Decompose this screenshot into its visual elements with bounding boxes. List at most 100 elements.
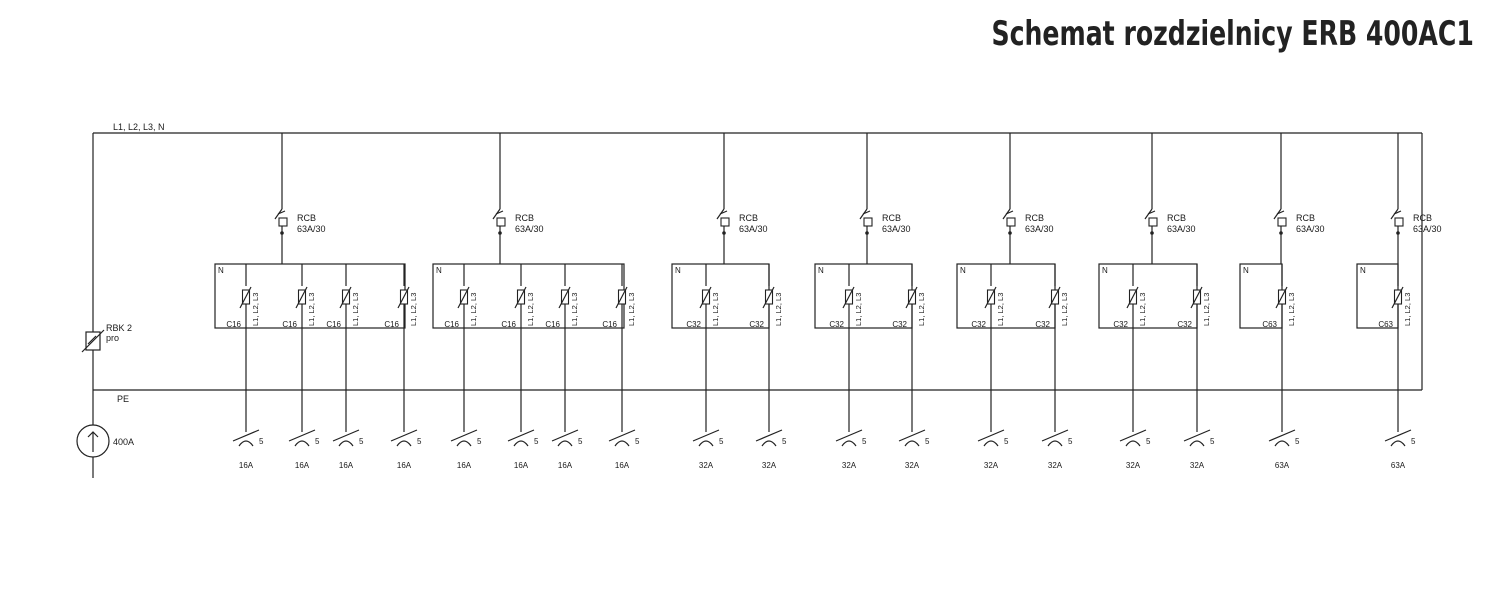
surge-protector-sublabel: pro: [106, 333, 119, 343]
rcd-rating-label: 63A/30: [297, 224, 326, 234]
socket-rating-label: 16A: [239, 461, 254, 470]
socket-pole-count: 5: [1210, 437, 1215, 446]
breaker-box: [814, 263, 913, 329]
socket-outlet: 5 16A: [507, 390, 539, 470]
rcd-type-label: RCB: [739, 213, 758, 223]
breaker-phase-label: L1, L2, L3: [1202, 293, 1211, 326]
breaker-box: [1098, 263, 1198, 329]
breaker-rating-label: C32: [829, 320, 844, 329]
rcd-type-label: RCB: [1025, 213, 1044, 223]
mcb-breaker: C32 L1, L2, L3: [1177, 264, 1211, 390]
socket-outlet: 5 16A: [551, 390, 583, 470]
surge-protector: RBK 2 pro: [81, 323, 132, 353]
breaker-rating-label: C32: [1035, 320, 1050, 329]
breaker-phase-label: L1, L2, L3: [251, 293, 260, 326]
breaker-rating-label: C16: [384, 320, 399, 329]
socket-pole-count: 5: [534, 437, 539, 446]
socket-pole-count: 5: [417, 437, 422, 446]
socket-rating-label: 32A: [762, 461, 777, 470]
breaker-phase-label: L1, L2, L3: [409, 293, 418, 326]
neutral-label: N: [818, 266, 824, 275]
neutral-label: N: [1102, 266, 1108, 275]
mcb-breaker: C32 L1, L2, L3: [749, 264, 783, 390]
socket-rating-label: 16A: [457, 461, 472, 470]
breaker-phase-label: L1, L2, L3: [469, 293, 478, 326]
breaker-rating-label: C32: [892, 320, 907, 329]
rcd-type-label: RCB: [882, 213, 901, 223]
breaker-phase-label: L1, L2, L3: [854, 293, 863, 326]
mcb-breaker: C32 L1, L2, L3: [829, 264, 863, 390]
rcd-rating-label: 63A/30: [1296, 224, 1325, 234]
breaker-rating-label: C63: [1378, 320, 1393, 329]
socket-rating-label: 16A: [339, 461, 354, 470]
breaker-rating-label: C32: [749, 320, 764, 329]
socket-rating-label: 16A: [295, 461, 310, 470]
socket-pole-count: 5: [578, 437, 583, 446]
rcd-type-label: RCB: [515, 213, 534, 223]
neutral-label: N: [960, 266, 966, 275]
socket-rating-label: 63A: [1391, 461, 1406, 470]
bus-label: L1, L2, L3, N: [113, 122, 165, 132]
socket-rating-label: 32A: [699, 461, 714, 470]
breaker-phase-label: L1, L2, L3: [917, 293, 926, 326]
rcd-rating-label: 63A/30: [882, 224, 911, 234]
breaker-rating-label: C63: [1262, 320, 1277, 329]
mcb-breaker: C32 L1, L2, L3: [971, 264, 1005, 390]
supply-label: 400A: [113, 437, 134, 447]
breaker-phase-label: L1, L2, L3: [774, 293, 783, 326]
breaker-phase-label: L1, L2, L3: [1138, 293, 1147, 326]
mcb-breaker: C16 L1, L2, L3: [384, 264, 418, 390]
mcb-breaker: C32 L1, L2, L3: [892, 264, 926, 390]
neutral-label: N: [675, 266, 681, 275]
socket-rating-label: 16A: [558, 461, 573, 470]
rcd-type-label: RCB: [1413, 213, 1432, 223]
socket-pole-count: 5: [259, 437, 264, 446]
socket-pole-count: 5: [315, 437, 320, 446]
socket-rating-label: 32A: [1048, 461, 1063, 470]
rcd-rating-label: 63A/30: [515, 224, 544, 234]
socket-pole-count: 5: [1146, 437, 1151, 446]
pe-label: PE: [117, 394, 129, 404]
rcd-rating-label: 63A/30: [1413, 224, 1442, 234]
breaker-rating-label: C32: [971, 320, 986, 329]
socket-pole-count: 5: [1068, 437, 1073, 446]
breaker-rating-label: C32: [1177, 320, 1192, 329]
socket-pole-count: 5: [477, 437, 482, 446]
socket-rating-label: 16A: [514, 461, 529, 470]
rcd-rating-label: 63A/30: [739, 224, 768, 234]
socket-pole-count: 5: [782, 437, 787, 446]
breaker-phase-label: L1, L2, L3: [627, 293, 636, 326]
breaker-phase-label: L1, L2, L3: [996, 293, 1005, 326]
